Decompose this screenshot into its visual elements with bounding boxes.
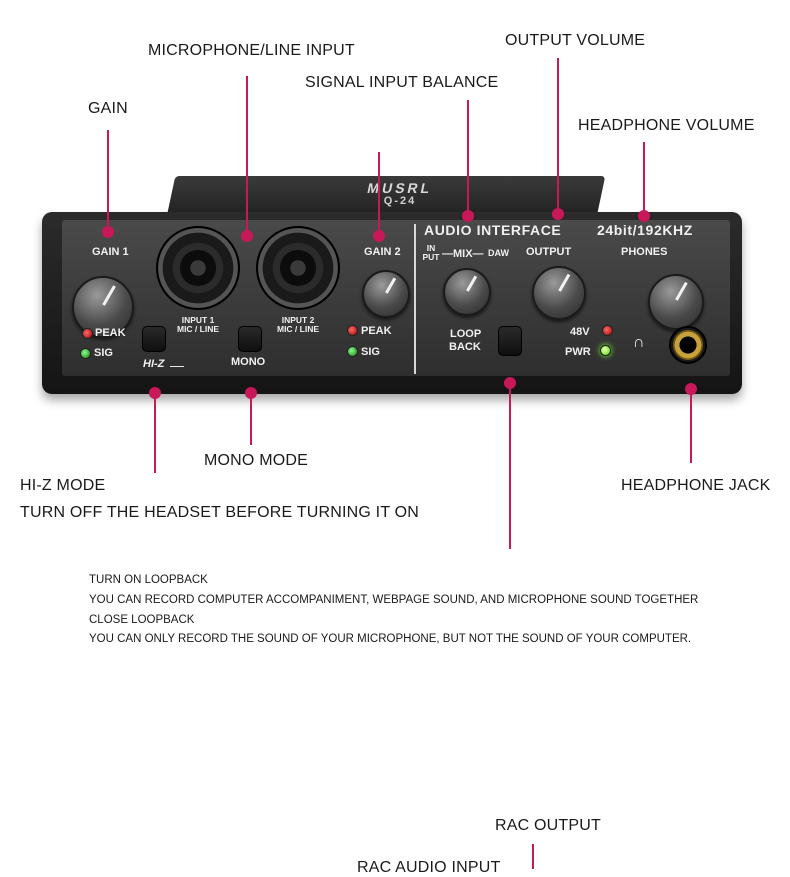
peak2-led [347,325,358,336]
mono-button[interactable] [238,326,262,352]
callout-mic-line-input: MICROPHONE/LINE INPUT [148,42,355,59]
pointer-line-mono [250,393,252,445]
pointer-dot-signal-balance [462,210,474,222]
input2-type: MIC / LINE [276,324,320,334]
input1-type: MIC / LINE [176,324,220,334]
panel-divider [414,224,416,374]
audio-spec: 24bit/192KHZ [597,222,693,238]
loopback-button[interactable] [498,326,522,356]
pointer-line-gain2 [378,152,380,236]
back-label: BACK [449,341,481,353]
device-model: Q-24 [383,195,417,207]
mix-input-label: IN PUT [420,244,442,262]
phantom-48v-led [602,325,613,336]
loopback-note-4: YOU CAN ONLY RECORD THE SOUND OF YOUR MI… [89,633,692,645]
pointer-line-signal-balance [467,100,469,216]
pointer-dot-gain2 [373,230,385,242]
loopback-note-3: CLOSE LOOPBACK [89,614,195,626]
mono-label: MONO [231,356,266,368]
pointer-line-output-volume [557,58,559,214]
power-led [600,345,611,356]
hiz-button[interactable] [142,326,166,352]
input1-combo-jack[interactable] [156,226,240,310]
loop-label: LOOP [450,328,482,340]
hiz-label: HI-Z [143,358,165,370]
headphone-icon: ∩ [633,334,645,351]
sig1-label: SIG [94,347,113,359]
input2-label: INPUT 2 MIC / LINE [268,316,328,334]
pointer-line-mic-input [246,76,248,236]
pointer-dot-gain [102,226,114,238]
device-brand: MUSRL [365,180,435,196]
pointer-line-hiz [154,393,156,473]
phones-label: PHONES [621,246,668,258]
pointer-line-rac-output [532,844,534,869]
callout-headphone-jack: HEADPHONE JACK [621,477,771,494]
callout-output-volume: OUTPUT VOLUME [505,32,646,49]
phantom-48v-label: 48V [570,326,590,338]
mix-in-text: IN [426,243,436,253]
input1-name: INPUT 1 [181,315,215,325]
headphone-output-jack[interactable] [669,326,707,364]
pointer-line-gain [107,130,109,232]
pointer-dot-headphone-volume [638,210,650,222]
callout-rac-output: RAC OUTPUT [495,817,601,834]
sig2-label: SIG [361,346,380,358]
mix-knob[interactable] [443,268,491,316]
callout-headset-note: TURN OFF THE HEADSET BEFORE TURNING IT O… [20,504,420,521]
gain1-knob[interactable] [72,276,134,338]
output-volume-knob[interactable] [532,266,586,320]
hiz-marker-line [170,366,184,367]
input2-combo-jack[interactable] [256,226,340,310]
gain2-label: GAIN 2 [364,246,401,258]
pointer-dot-mic-input [241,230,253,242]
callout-mono-mode: MONO MODE [204,452,309,469]
sig2-led [347,346,358,357]
callout-signal-input-balance: SIGNAL INPUT BALANCE [305,74,499,91]
sig1-led [80,348,91,359]
peak1-led [82,328,93,339]
pointer-dot-output-volume [552,208,564,220]
daw-label: DAW [488,248,509,258]
output-label: OUTPUT [526,246,572,258]
pointer-line-loopback [509,383,511,549]
callout-rac-audio-input: RAC AUDIO INPUT [357,859,501,876]
power-label: PWR [565,346,591,358]
pointer-line-headphone-jack [690,389,692,463]
loopback-note-2: YOU CAN RECORD COMPUTER ACCOMPANIMENT, W… [89,594,699,606]
loopback-note-1: TURN ON LOOPBACK [89,574,208,586]
pointer-line-headphone-volume [643,142,645,216]
peak1-label: PEAK [95,327,126,339]
input1-label: INPUT 1 MIC / LINE [168,316,228,334]
callout-headphone-volume: HEADPHONE VOLUME [578,117,755,134]
gain1-label: GAIN 1 [92,246,129,258]
callout-gain: GAIN [88,100,128,117]
input2-name: INPUT 2 [281,315,315,325]
callout-hiz-mode: HI-Z MODE [20,477,106,494]
audio-interface-title: AUDIO INTERFACE [424,222,562,238]
mix-label: —MIX— [442,248,484,260]
gain2-knob[interactable] [362,270,410,318]
peak2-label: PEAK [361,325,392,337]
mix-put-text: PUT [422,252,440,262]
headphone-volume-knob[interactable] [648,274,704,330]
